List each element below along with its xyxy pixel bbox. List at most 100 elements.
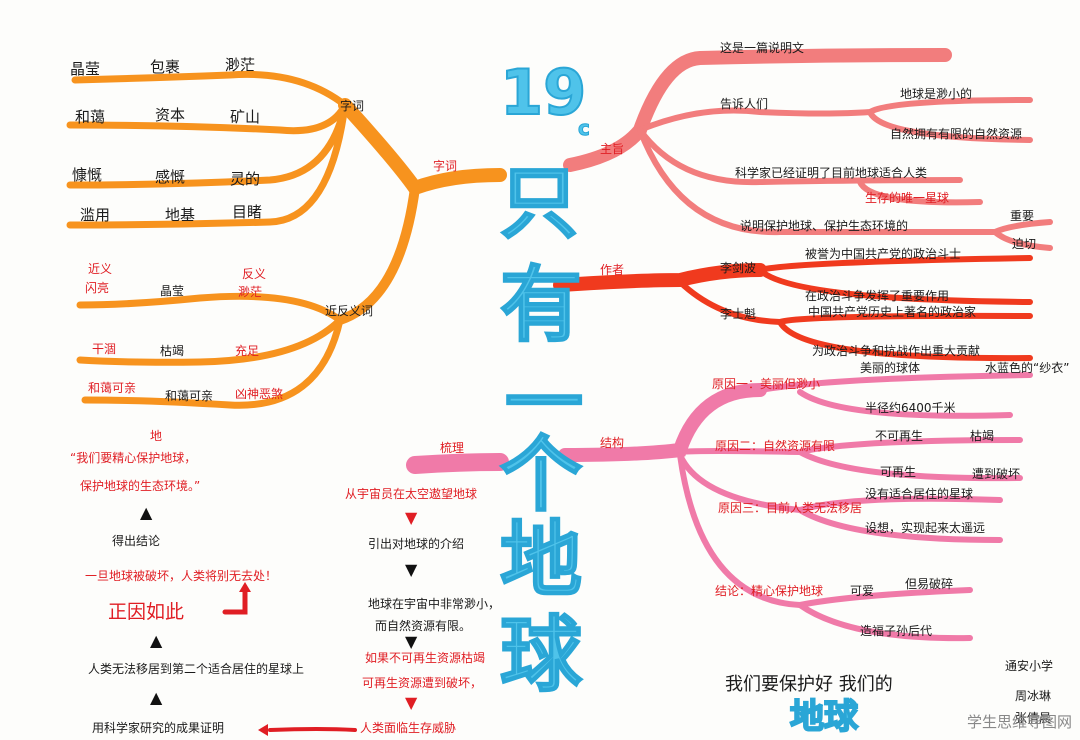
title-char-3: 一: [504, 359, 584, 449]
conclusion-note-1: 但易破碎: [905, 577, 954, 591]
branch-zici-row4: [66, 101, 349, 229]
reason-2: 原因二：自然资源有限: [715, 439, 836, 453]
school-name: 通安小学: [1005, 659, 1054, 673]
title-char-2: 有: [499, 258, 583, 353]
branch-zhuzhi-protect2: [992, 229, 1053, 251]
theme-important-1: 重要: [1010, 209, 1035, 223]
branch-shuli: [406, 453, 509, 474]
flow-step-7: 人类面临生存威胁: [360, 721, 457, 735]
branch-zici-main: [338, 98, 507, 197]
branch-zhuzhi-only: [857, 179, 983, 206]
down-arrow-icon: ▼: [405, 693, 418, 712]
down-arrow-icon: ▼: [405, 508, 418, 527]
conclusion-item-2: 造福子孙后代: [860, 624, 933, 638]
branch-zhuzhi-sci: [637, 127, 963, 186]
quote-line-1: “我们要精心保护地球，: [70, 451, 197, 465]
branch-zhuzhi-main: [563, 48, 952, 172]
branch-zhuzhi-protect: [637, 127, 1053, 236]
reason-2-item-1: 不可再生: [875, 429, 924, 443]
branch-zici-row1: [71, 70, 349, 109]
flow-step-6: 可再生资源遭到破坏，: [362, 676, 483, 690]
anti-label: 反义: [242, 267, 267, 281]
word: 和蔼: [75, 108, 106, 126]
word: 枯竭: [160, 344, 185, 358]
word: 和蔼可亲: [165, 389, 214, 403]
theme-important-2: 迫切: [1012, 237, 1037, 251]
theme-only: 生存的唯一星球: [865, 191, 950, 205]
branch-zuozhe-b1: [777, 312, 1033, 325]
title-char-1: 只: [499, 159, 579, 249]
near-label: 近义: [88, 262, 113, 276]
theme-protect: 说明保护地球、保护生态环境的: [740, 219, 909, 233]
branch-zici-row3: [66, 101, 349, 189]
word: 灵的: [230, 170, 261, 188]
student-name-2: 张倩晨: [1015, 711, 1052, 725]
flow-step-1: 从宇宙员在太空遨望地球: [345, 487, 478, 501]
student-name-1: 周冰琳: [1015, 689, 1052, 703]
theme-tell-1: 地球是渺小的: [900, 87, 973, 101]
flow-left-step-3: 正因如此: [108, 601, 185, 623]
title-number: 19: [499, 56, 587, 129]
reason-3-item-1: 没有适合居住的星球: [865, 487, 974, 501]
branch-jinfan-row2: [76, 316, 344, 366]
watermark: 学生思维导图网: [966, 713, 1072, 731]
word: 晶莹: [70, 60, 101, 78]
branch-jiegou-r1a: [757, 372, 1033, 393]
flow-step-3: 地球在宇宙中非常渺小，: [368, 597, 501, 611]
reason-1: 原因一：美丽但渺小: [712, 377, 821, 391]
reason-2-note-1: 枯竭: [970, 429, 995, 443]
word: 闪亮: [85, 281, 110, 295]
author-desc-1b: 在政治斗争发挥了重要作用: [805, 289, 950, 303]
reason-1-note: 水蓝色的“纱衣”: [985, 361, 1070, 375]
author-name-2: 李士魁: [720, 307, 757, 321]
quote-mark: 地: [150, 429, 163, 443]
flow-left-step-1: 得出结论: [112, 534, 161, 548]
flow-step-2: 引出对地球的介绍: [368, 537, 465, 551]
author-desc-2b: 为政治斗争和抗战作出重大贡献: [812, 344, 981, 358]
branch-zuozhe-a1b: [757, 267, 1033, 305]
label-jiegou: 结构: [600, 436, 625, 450]
theme-tell-2: 自然拥有有限的自然资源: [890, 127, 1023, 141]
word: 晶莹: [160, 284, 185, 298]
label-zhuzhi: 主旨: [600, 142, 625, 156]
reason-2-item-2: 可再生: [880, 465, 917, 479]
title-char-5: 地: [499, 513, 583, 608]
branch-zuozhe-a1: [757, 255, 1033, 273]
down-arrow-icon: ▼: [405, 560, 418, 579]
word: 渺茫: [225, 56, 256, 74]
theme-main: 这是一篇说明文: [720, 41, 805, 55]
branch-jinfan-row1: [76, 292, 344, 324]
slogan-earth: 地球: [789, 697, 859, 737]
quote-line-2: 保护地球的生态环境。”: [80, 479, 201, 493]
branch-jinfan-row3: [81, 316, 344, 409]
branch-jiegou-r3b: [797, 507, 1003, 543]
word: 凶神恶煞: [235, 387, 284, 401]
flow-left-step-2: 一旦地球被破坏，人类将别无去处！: [85, 569, 278, 583]
up-arrow-icon: ▲: [150, 631, 163, 650]
flow-left-step-4: 人类无法移居到第二个适合居住的星球上: [88, 662, 305, 676]
word: 干涸: [92, 342, 117, 356]
label-shuli: 梳理: [440, 441, 465, 455]
branch-zuozhe-b: [677, 279, 783, 325]
branch-zhuzhi-tell: [637, 97, 1033, 133]
label-zuozhe: 作者: [600, 263, 625, 277]
word: 慷慨: [72, 166, 103, 184]
word: 地基: [165, 206, 196, 224]
reason-3: 原因三：目前人类无法移居: [718, 501, 863, 515]
word: 目睹: [232, 203, 263, 221]
title-c: c: [578, 116, 591, 140]
label-zici-small: 字词: [340, 99, 365, 113]
word: 包裹: [150, 58, 181, 76]
author-desc-1a: 被誉为中国共产党的政治斗士: [805, 247, 962, 261]
reason-1-item-1: 美丽的球体: [860, 361, 921, 375]
arrow-red-bottom: [268, 727, 357, 732]
title-char-4: 个: [499, 428, 583, 523]
branch-zuozhe-b2: [777, 319, 1033, 362]
flow-step-4: 而自然资源有限。: [375, 619, 472, 633]
branch-jinfan-main: [335, 183, 420, 325]
reason-1-item-2: 半径约6400千米: [865, 401, 956, 415]
word: 滥用: [80, 206, 111, 224]
conclusion-item-1: 可爱: [850, 584, 875, 598]
